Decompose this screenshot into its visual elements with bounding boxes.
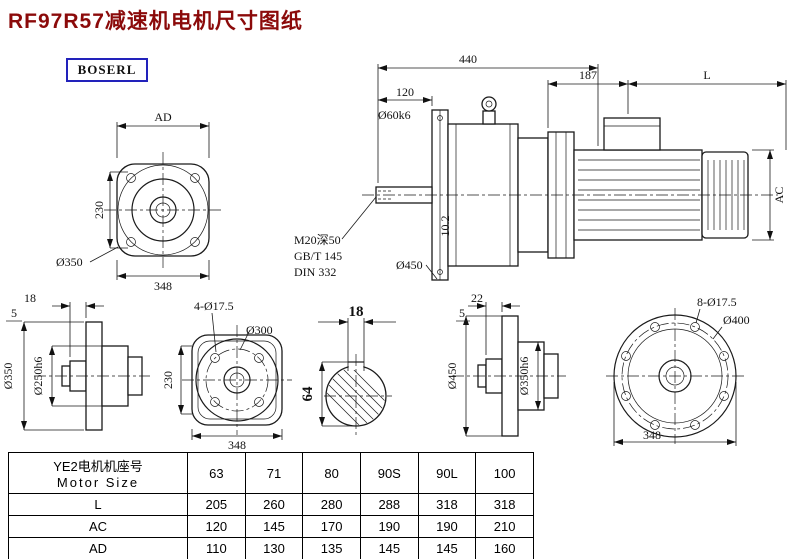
- table-cell: 120: [187, 515, 246, 538]
- table-cell: 145: [244, 515, 304, 538]
- dim-spigot-250: Ø250h6: [31, 357, 45, 396]
- dim-key-width-18: 18: [349, 304, 364, 320]
- row-label: L: [8, 493, 188, 516]
- technical-drawing: AD 230 Ø350 348: [1, 52, 787, 452]
- dim-key-height-64: 64: [300, 386, 316, 402]
- dim-187: 187: [579, 68, 597, 82]
- dim-440: 440: [459, 52, 477, 66]
- table-cell: 135: [302, 537, 361, 559]
- dim-od-450-side: Ø450: [445, 363, 459, 390]
- flange450-side-view: Ø450 Ø350h6 22 5: [445, 291, 566, 437]
- flange350-front-view: 4-Ø17.5 Ø300 230 348: [161, 299, 292, 452]
- note-din332: DIN 332: [294, 265, 336, 279]
- table-header-row: YE2电机机座号 Motor Size 63 71 80 90S 90L 100: [8, 452, 534, 494]
- table-cell: 210: [475, 515, 534, 538]
- note-tap: M20深50: [294, 233, 341, 247]
- size-col-header: 90L: [417, 452, 477, 494]
- dim-348-right: 348: [643, 428, 661, 442]
- size-col-header: 90S: [359, 452, 419, 494]
- size-col-header: 71: [244, 452, 304, 494]
- table-cell: 130: [244, 537, 304, 559]
- dim-shaft-dia: Ø60k6: [378, 108, 411, 122]
- table-cell: 288: [359, 493, 419, 516]
- table-header-cn: YE2电机机座号: [53, 459, 143, 474]
- dim-holes-8: 8-Ø17.5: [697, 295, 737, 309]
- dim-5-side-2: 5: [459, 306, 465, 320]
- dim-5-side: 5: [11, 306, 17, 320]
- table-row-AD: AD 110 130 135 145 145 160: [8, 537, 534, 559]
- dim-od-350: Ø350: [56, 255, 83, 269]
- table-cell: 260: [244, 493, 304, 516]
- row-label: AD: [8, 537, 188, 559]
- dim-230-bottom: 230: [161, 371, 175, 389]
- flange-front-view-top: AD 230 Ø350 348: [56, 110, 222, 293]
- reducer-motor-side-view: 440 120 Ø60k6 187 L AC M20深50 GB/T 145 D…: [294, 52, 787, 281]
- table-cell: 110: [187, 537, 246, 559]
- brand-logo: BOSERL: [66, 58, 148, 82]
- dim-230-top: 230: [92, 201, 106, 219]
- size-col-header: 100: [475, 452, 534, 494]
- size-col-header: 63: [187, 452, 246, 494]
- table-cell: 280: [302, 493, 361, 516]
- dim-348-bottom: 348: [228, 438, 246, 452]
- page-title: RF97R57减速机电机尺寸图纸: [8, 10, 303, 33]
- dim-AC: AC: [772, 187, 786, 204]
- dim-flange-450: Ø450: [396, 258, 423, 272]
- row-label: AC: [8, 515, 188, 538]
- table-cell: 145: [417, 537, 477, 559]
- size-col-header: 80: [302, 452, 361, 494]
- table-cell: 318: [417, 493, 477, 516]
- flange450-front-view: 8-Ø17.5 Ø400 348: [606, 295, 750, 446]
- motor-size-table: YE2电机机座号 Motor Size 63 71 80 90S 90L 100…: [8, 452, 534, 559]
- dim-22-side: 22: [471, 291, 483, 305]
- table-cell: 318: [475, 493, 534, 516]
- dim-holes-4: 4-Ø17.5: [194, 299, 234, 313]
- table-cell: 160: [475, 537, 534, 559]
- table-row-L: L 205 260 280 288 318 318: [8, 493, 534, 516]
- table-cell: 190: [417, 515, 477, 538]
- dim-120: 120: [396, 85, 414, 99]
- dim-L: L: [703, 68, 710, 82]
- table-cell: 190: [359, 515, 419, 538]
- dim-od-350-side: Ø350: [1, 363, 15, 390]
- table-row-AC: AC 120 145 170 190 190 210: [8, 515, 534, 538]
- dim-10-2: 10.2: [438, 216, 452, 237]
- table-header-en: Motor Size: [56, 475, 140, 490]
- table-cell: 170: [302, 515, 361, 538]
- shaft-keyway-section: 18 64: [300, 304, 396, 436]
- flange350-side-view: Ø350 Ø250h6 18 5: [1, 291, 150, 431]
- dim-ad: AD: [154, 110, 172, 124]
- dim-bc-400: Ø400: [723, 313, 750, 327]
- dim-bc-300: Ø300: [246, 323, 273, 337]
- note-gbt145: GB/T 145: [294, 249, 342, 263]
- table-cell: 205: [187, 493, 246, 516]
- table-header-label: YE2电机机座号 Motor Size: [8, 452, 188, 494]
- dim-spigot-350: Ø350h6: [517, 357, 531, 396]
- dim-348-top: 348: [154, 279, 172, 293]
- dim-18-side: 18: [24, 291, 36, 305]
- table-cell: 145: [359, 537, 419, 559]
